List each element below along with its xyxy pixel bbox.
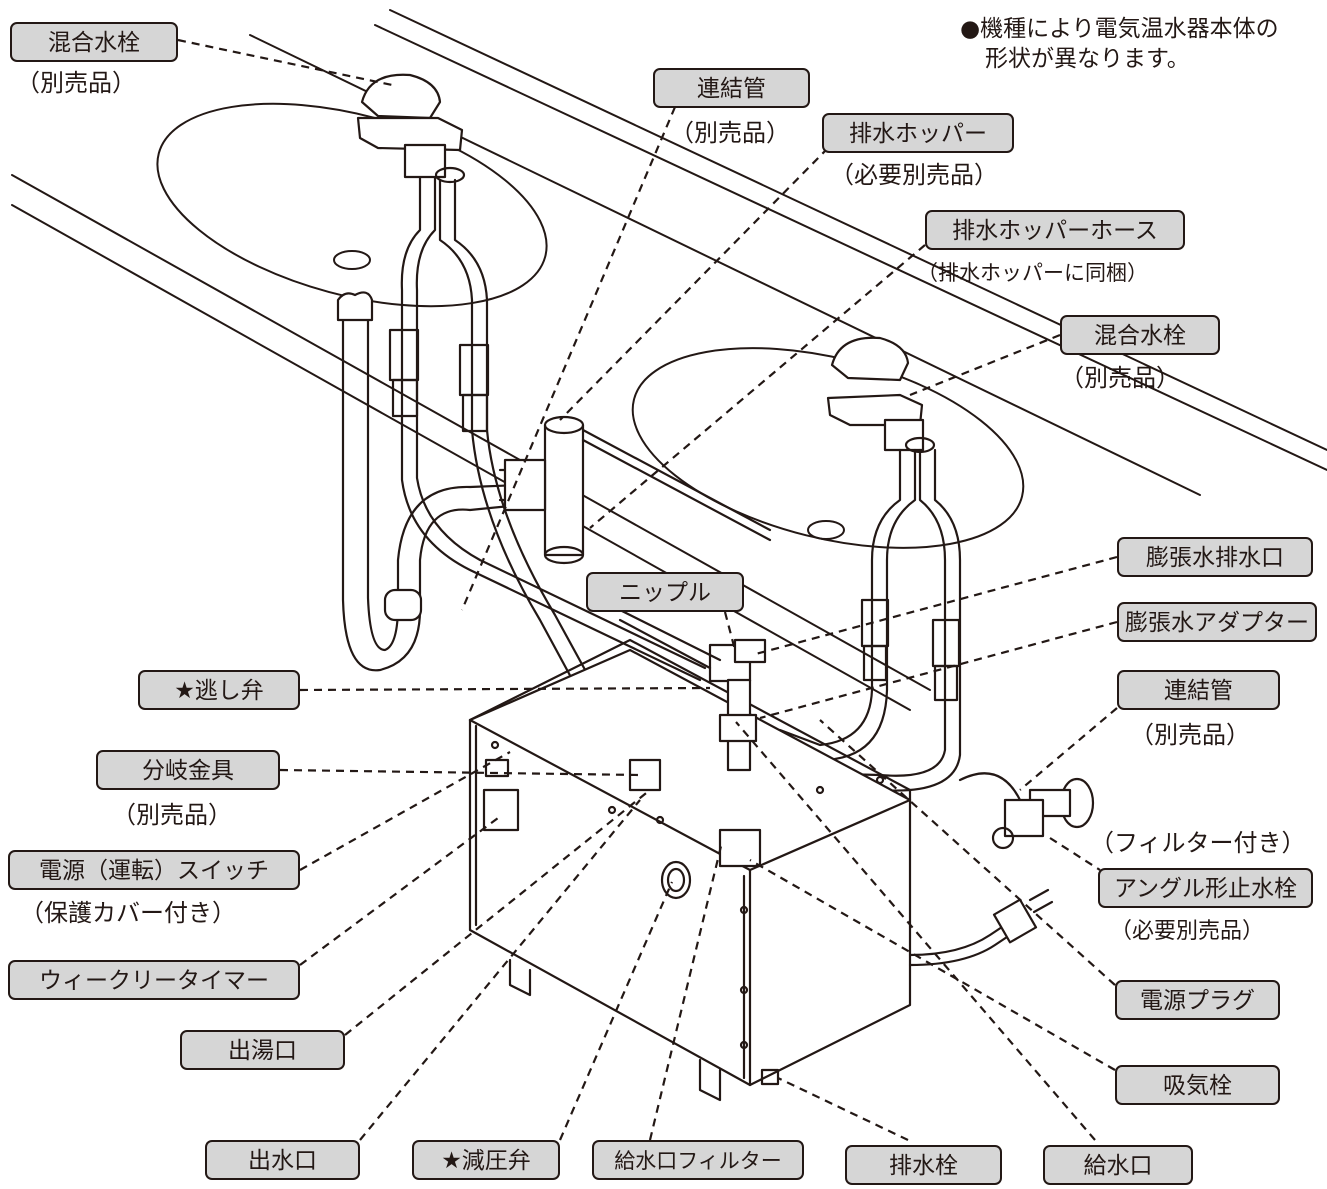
label-nipple: ニップル: [586, 572, 744, 612]
label-air-intake: 吸気栓: [1115, 1065, 1280, 1105]
label-drain-hopper: 排水ホッパー: [822, 113, 1014, 153]
label-drain-hopper-hose: 排水ホッパーホース: [925, 210, 1185, 250]
model-note-line1: ●機種により電気温水器本体の: [960, 16, 1279, 42]
caption-with-filter: （フィルター付き）: [1090, 829, 1306, 857]
label-expansion-adapter: 膨張水アダプター: [1117, 602, 1317, 642]
left-faucet: [356, 73, 466, 184]
label-water-inlet: 給水口: [1043, 1145, 1193, 1185]
label-branch-fitting: 分岐金具: [96, 750, 280, 790]
caption-angle-valve: （必要別売品）: [1110, 919, 1265, 944]
power-cord-art: [908, 888, 1054, 967]
label-power-plug: 電源プラグ: [1115, 980, 1280, 1020]
label-mixing-faucet-left: 混合水栓: [10, 22, 178, 62]
caption-mixing-faucet-left: （別売品）: [16, 69, 136, 97]
heater-body: [468, 638, 912, 1102]
label-connecting-pipe-right: 連結管: [1117, 670, 1280, 710]
caption-connecting-pipe-right: （別売品）: [1130, 721, 1250, 749]
caption-connecting-pipe-top: （別売品）: [670, 119, 790, 147]
caption-power-switch: （保護カバー付き）: [20, 899, 236, 927]
label-relief-valve: ★逃し弁: [138, 670, 300, 710]
caption-mixing-faucet-right: （別売品）: [1060, 364, 1180, 392]
label-connecting-pipe-top: 連結管: [653, 68, 810, 108]
label-pressure-reducing-valve: ★減圧弁: [412, 1140, 560, 1180]
label-weekly-timer: ウィークリータイマー: [8, 960, 300, 1000]
caption-drain-hopper: （必要別売品）: [830, 161, 998, 189]
label-inlet-filter: 給水口フィルター: [592, 1140, 804, 1180]
label-power-switch: 電源（運転）スイッチ: [8, 850, 300, 890]
label-drain-plug: 排水栓: [845, 1145, 1002, 1185]
angle-valve-art: [991, 777, 1095, 850]
leader-lines: [177, 38, 1118, 1141]
right-faucet: [826, 336, 936, 454]
right-basin: [631, 347, 1025, 549]
label-mixing-faucet-right: 混合水栓: [1060, 315, 1220, 355]
label-hot-outlet: 出湯口: [180, 1030, 345, 1070]
model-note-line2: 形状が異なります。: [985, 46, 1190, 72]
caption-drain-hopper-hose: （排水ホッパーに同梱）: [917, 261, 1148, 285]
drain-trap: [336, 291, 522, 672]
label-water-outlet: 出水口: [205, 1140, 360, 1180]
drain-hopper-art: [498, 415, 772, 565]
label-angle-valve: アングル形止水栓: [1098, 868, 1313, 908]
label-expansion-drain: 膨張水排水口: [1117, 537, 1313, 577]
caption-branch-fitting: （別売品）: [112, 801, 232, 829]
left-hoses: [388, 176, 707, 767]
